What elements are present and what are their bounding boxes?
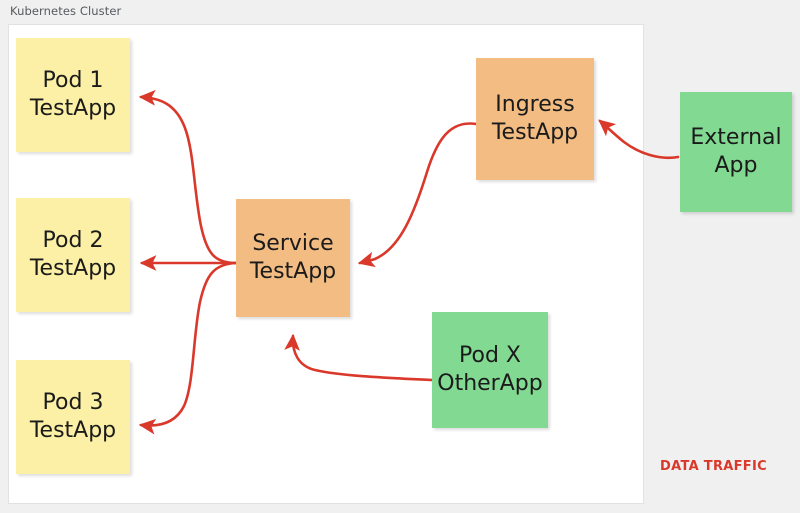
node-external-app-line1: External (690, 125, 782, 151)
legend-data-traffic: DATA TRAFFIC (660, 459, 767, 474)
node-pod-3-line1: Pod 3 (42, 390, 104, 416)
node-external-app[interactable]: External App (680, 92, 792, 212)
node-pod-1-line1: Pod 1 (42, 68, 104, 94)
node-pod-3-line2: TestApp (29, 418, 117, 443)
node-pod-x[interactable]: Pod X OtherApp (432, 312, 548, 428)
node-pod-3[interactable]: Pod 3 TestApp (16, 360, 130, 474)
node-ingress[interactable]: Ingress TestApp (476, 58, 594, 180)
node-pod-1[interactable]: Pod 1 TestApp (16, 38, 130, 152)
node-pod-2-line1: Pod 2 (42, 228, 104, 254)
node-ingress-line2: TestApp (491, 120, 579, 145)
node-service[interactable]: Service TestApp (236, 199, 350, 317)
node-pod-2-line2: TestApp (29, 256, 117, 281)
node-pod-2[interactable]: Pod 2 TestApp (16, 198, 130, 312)
cluster-title: Kubernetes Cluster (10, 4, 122, 18)
node-external-app-line2: App (714, 153, 758, 178)
node-service-line1: Service (252, 231, 334, 257)
node-service-line2: TestApp (249, 259, 337, 284)
node-ingress-line1: Ingress (495, 92, 575, 118)
node-pod-x-line2: OtherApp (437, 371, 543, 396)
node-pod-x-line1: Pod X (459, 343, 521, 369)
node-pod-1-line2: TestApp (29, 96, 117, 121)
